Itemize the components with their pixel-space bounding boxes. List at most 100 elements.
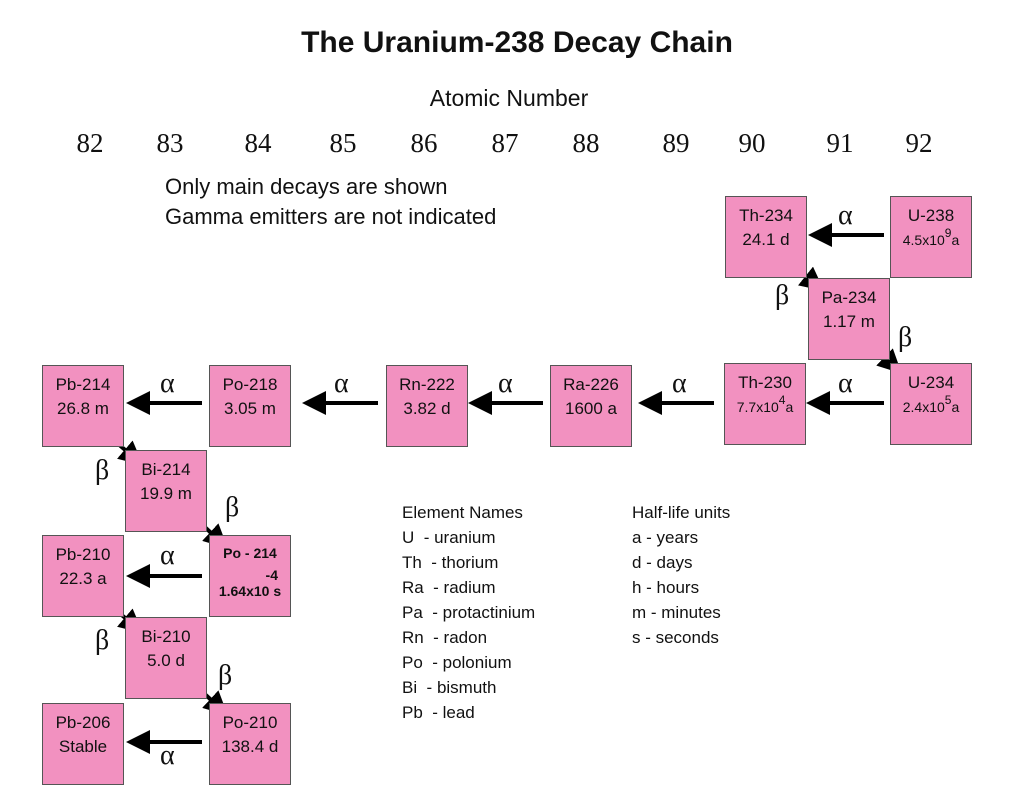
legend-item: m - minutes <box>632 603 721 622</box>
legend-item: a - years <box>632 528 699 547</box>
halflife: 26.8 m <box>57 399 109 418</box>
halflife-unit: s <box>273 583 282 599</box>
halflife: 3.82 d <box>403 399 451 418</box>
nuclide-name: Po-210 <box>222 713 278 732</box>
nuclide-box: Po-218 3.05 m <box>209 365 291 447</box>
atomic-number-label: 89 <box>662 128 690 158</box>
legend-item: U - uranium <box>402 528 496 547</box>
atomic-number-label: 90 <box>738 128 766 158</box>
alpha-symbol: α <box>160 540 175 571</box>
nuclide-name: Pb-214 <box>55 375 111 394</box>
atomic-number-label: 87 <box>491 128 519 158</box>
atomic-number-label: 82 <box>76 128 104 158</box>
alpha-symbol: α <box>498 368 513 399</box>
halflife: 1.17 m <box>823 312 875 331</box>
axis-label: Atomic Number <box>429 85 589 111</box>
legend-title: Half-life units <box>632 503 731 522</box>
note-gamma: Gamma emitters are not indicated <box>165 204 497 229</box>
legend-item: Pb - lead <box>402 703 475 722</box>
nuclide-name: Th-230 <box>738 373 792 392</box>
alpha-symbol: α <box>160 740 175 771</box>
alpha-symbol: α <box>160 368 175 399</box>
halflife: 4.5x109a <box>891 226 971 252</box>
nuclide-box: Ra-226 1600 a <box>550 365 632 447</box>
nuclide-name: Rn-222 <box>399 375 455 394</box>
atomic-number-label: 91 <box>826 128 854 158</box>
nuclide-name: U-238 <box>907 206 955 225</box>
alpha-symbol: α <box>838 200 853 231</box>
nuclide-box: Pb-214 26.8 m <box>42 365 124 447</box>
nuclide-name: Po-218 <box>222 375 278 394</box>
halflife: 7.7x104a <box>725 393 805 419</box>
atomic-number-label: 92 <box>905 128 933 158</box>
nuclide-box: Rn-222 3.82 d <box>386 365 468 447</box>
halflife-mantissa: 2.4x10 <box>902 399 945 415</box>
halflife: Stable <box>58 737 108 756</box>
nuclide-box: Po-210 138.4 d <box>209 703 291 785</box>
nuclide-name: U-234 <box>907 373 955 392</box>
atomic-number-label: 85 <box>329 128 357 158</box>
nuclide-box: Pb-210 22.3 a <box>42 535 124 617</box>
halflife: 22.3 a <box>59 569 107 588</box>
halflife: 1.64x10 s <box>210 581 290 601</box>
beta-symbol: β <box>775 280 790 311</box>
legend-title: Element Names <box>402 503 523 522</box>
halflife-exponent: 5 <box>944 393 952 407</box>
beta-symbol: β <box>225 492 240 523</box>
atomic-number-label: 84 <box>244 128 272 158</box>
page-title: The Uranium-238 Decay Chain <box>301 26 733 59</box>
halflife: 1600 a <box>565 399 617 418</box>
halflife-exponent: 4 <box>778 393 786 407</box>
halflife-unit: a <box>785 399 794 415</box>
halflife: 5.0 d <box>147 651 185 670</box>
halflife-mantissa: 7.7x10 <box>736 399 779 415</box>
nuclide-name: Bi-214 <box>141 460 191 479</box>
halflife-mantissa: 4.5x10 <box>902 232 945 248</box>
legend-item: d - days <box>632 553 693 572</box>
legend-item: Th - thorium <box>402 553 499 572</box>
legend-item: s - seconds <box>632 628 719 647</box>
halflife: 2.4x105a <box>891 393 971 419</box>
legend-item: Ra - radium <box>402 578 496 597</box>
nuclide-name: Pb-206 <box>55 713 111 732</box>
nuclide-box: Bi-210 5.0 d <box>125 617 207 699</box>
legend-item: Po - polonium <box>402 653 512 672</box>
halflife-unit: a <box>951 232 960 248</box>
legend-item: Pa - protactinium <box>402 603 536 622</box>
nuclide-name: Bi-210 <box>141 627 191 646</box>
nuclide-name: Po - 214 <box>223 545 277 561</box>
nuclide-name: Th-234 <box>739 206 793 225</box>
alpha-symbol: α <box>672 368 687 399</box>
legend-item: Rn - radon <box>402 628 488 647</box>
halflife-mantissa: 1.64x10 <box>218 583 270 599</box>
alpha-symbol: α <box>334 368 349 399</box>
beta-symbol: β <box>95 625 110 656</box>
note-main-decays: Only main decays are shown <box>165 174 448 199</box>
beta-symbol: β <box>95 455 110 486</box>
beta-symbol: β <box>218 660 233 691</box>
atomic-number-label: 88 <box>572 128 600 158</box>
legend-item: Bi - bismuth <box>402 678 497 697</box>
atomic-number-label: 83 <box>156 128 184 158</box>
halflife: 3.05 m <box>224 399 276 418</box>
nuclide-name: Ra-226 <box>563 375 619 394</box>
alpha-symbol: α <box>838 368 853 399</box>
halflife-exponent: 9 <box>944 226 952 240</box>
nuclide-name: Pb-210 <box>55 545 111 564</box>
nuclide-box: Th-234 24.1 d <box>725 196 807 278</box>
halflife: 24.1 d <box>742 230 790 249</box>
halflife-exponent: -4 <box>265 567 278 583</box>
nuclide-name: Pa-234 <box>821 288 877 307</box>
atomic-number-label: 86 <box>410 128 438 158</box>
halflife: 138.4 d <box>221 737 279 756</box>
legend-element-names: Element Names U - uranium Th - thorium Ra … <box>402 500 535 725</box>
legend-item: h - hours <box>632 578 700 597</box>
legend-halflife-units: Half-life units a - years d - days h - hou… <box>632 500 730 650</box>
